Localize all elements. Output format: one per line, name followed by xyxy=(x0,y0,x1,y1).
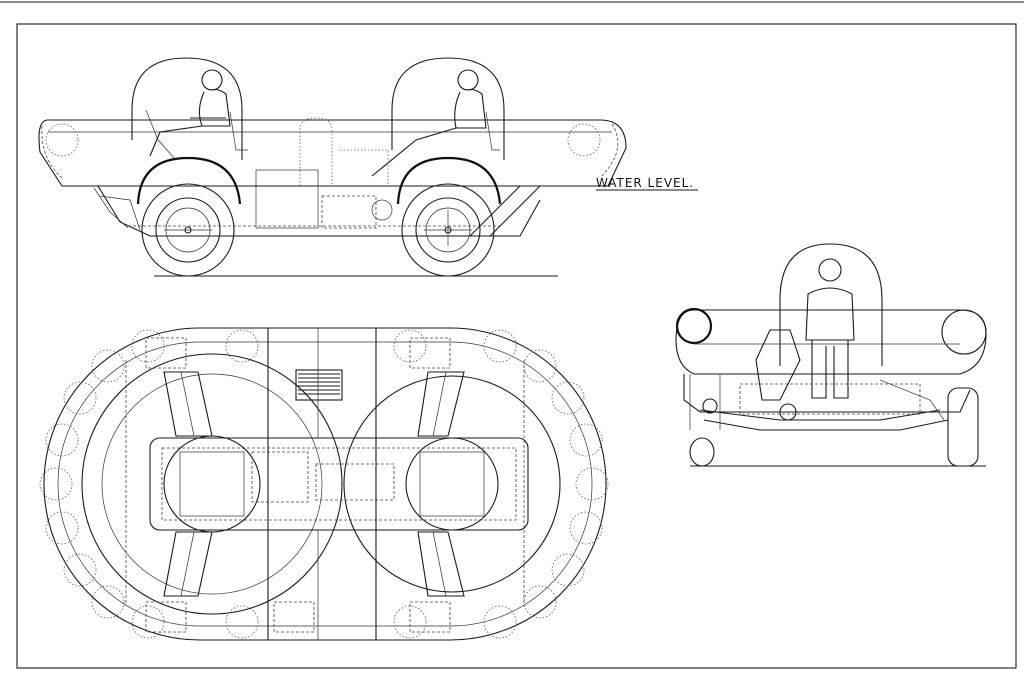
rear-cockpit-dome xyxy=(391,57,505,160)
float-cells xyxy=(39,329,609,639)
plan-suspension xyxy=(163,371,465,597)
plan-float-outline xyxy=(43,327,607,641)
rear-occupant xyxy=(371,69,500,177)
front-view-occupant xyxy=(805,258,855,399)
plan-chassis xyxy=(149,437,529,531)
radiator-grille xyxy=(295,369,343,401)
water-level-label: WATER LEVEL. xyxy=(596,176,694,190)
side-elevation-view: WATER LEVEL. xyxy=(38,57,698,277)
front-elevation-view xyxy=(675,243,987,467)
front-cockpit-dome xyxy=(131,57,243,160)
side-float-hull xyxy=(38,119,627,187)
front-wheel-side xyxy=(136,156,242,277)
front-view-right-wheel xyxy=(947,387,979,467)
front-view-left-wheel xyxy=(689,437,715,467)
sheet-frame xyxy=(0,1,1024,669)
rear-wheel-side xyxy=(396,156,502,277)
front-dome-plan xyxy=(81,353,343,615)
plan-view xyxy=(39,327,609,641)
rear-dome-plan xyxy=(343,375,561,593)
left-float-end xyxy=(675,307,713,345)
front-occupant xyxy=(145,69,248,161)
front-view-dome xyxy=(779,243,883,366)
front-float xyxy=(675,309,987,375)
